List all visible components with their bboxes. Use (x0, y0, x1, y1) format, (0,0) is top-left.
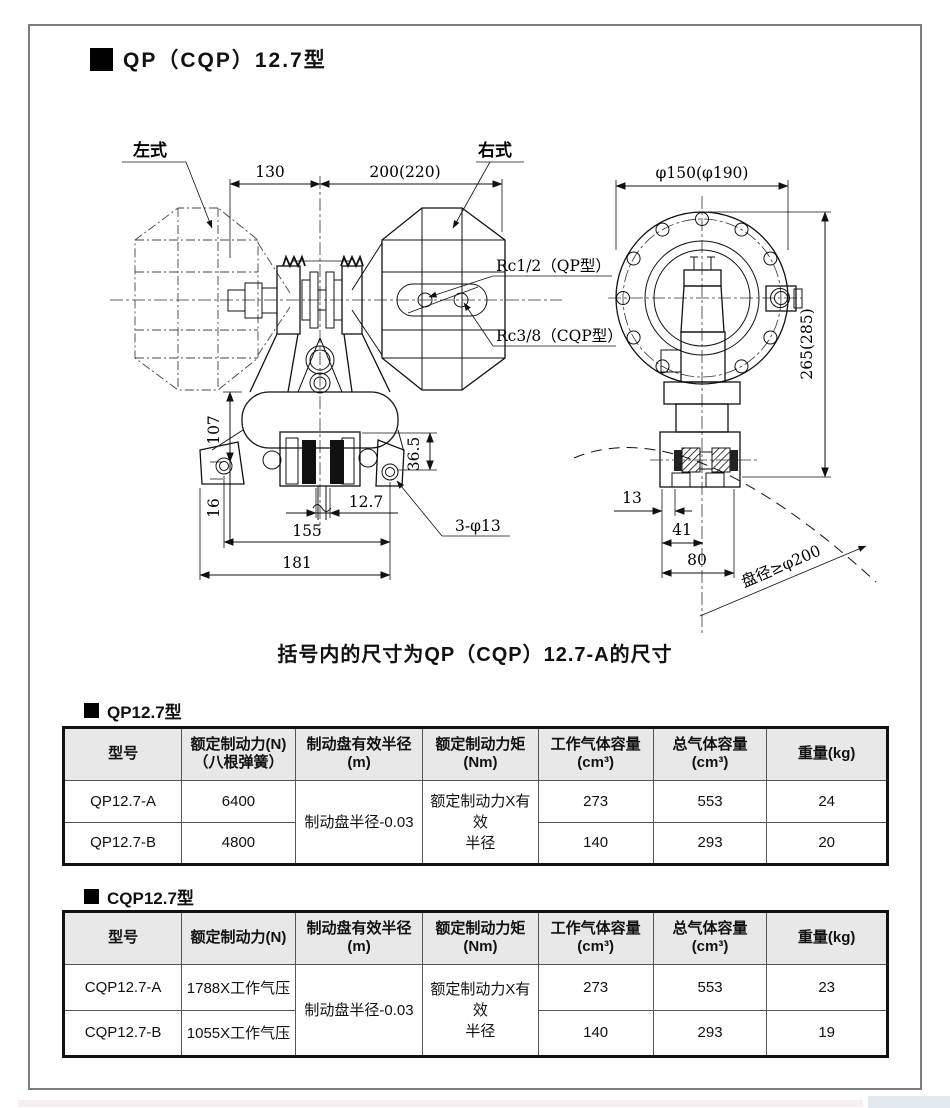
dim-phi150: φ150(φ190) (656, 164, 749, 182)
cell-model: CQP12.7-A (63, 963, 183, 1011)
cell-weight: 19 (766, 1009, 888, 1057)
cell-work-volume: 140 (537, 1009, 654, 1057)
cqp-table-heading-text: CQP12.7型 (107, 889, 194, 908)
cell-model: CQP12.7-B (63, 1009, 183, 1057)
pad-housing (199, 429, 405, 520)
rc12-qp-label: Rc1/2（QP型） (496, 257, 611, 275)
dim-181: 181 (282, 554, 312, 572)
right-view: φ150(φ190) 265(285) 13 41 80 盘径≥φ200 (573, 164, 877, 636)
caliper-body (241, 333, 399, 449)
spring-symbol-left (282, 254, 306, 269)
dim-12-7: 12.7 (349, 493, 384, 511)
dim-41: 41 (672, 521, 692, 539)
cell-force: 4800 (181, 821, 296, 865)
cell-weight: 20 (766, 821, 888, 865)
bolt-circle (622, 218, 782, 378)
cell-weight: 23 (766, 963, 888, 1011)
col-header-weight: 重量(kg) (766, 911, 888, 965)
disc-diameter-label: 盘径≥φ200 (738, 541, 823, 591)
col-header-force: 额定制动力(N) (181, 911, 296, 965)
technical-drawing: 左式 右式 130 200(220) Rc1/2（QP型） Rc3/8（CQP型… (110, 140, 877, 636)
dim-36-5: 36.5 (405, 437, 423, 472)
bottom-blue-strip (868, 1096, 950, 1108)
cell-work-volume: 140 (537, 821, 654, 865)
table-row: CQP12.7-A 1788X工作气压 制动盘半径-0.03 额定制动力X有效 … (63, 963, 888, 1057)
black-square-bullet-icon (84, 703, 99, 718)
spring-symbol-right (340, 254, 364, 269)
cylinder-body (650, 256, 758, 488)
col-header-total-volume: 总气体容量 (cm³) (652, 727, 768, 781)
cqp-table-heading: CQP12.7型 (84, 884, 194, 909)
dim-80: 80 (687, 551, 707, 569)
cell-force: 1788X工作气压 (181, 963, 296, 1011)
cqp-spec-table: 型号 额定制动力(N) 制动盘有效半径 (m) 额定制动力矩 (Nm) 工作气体… (62, 910, 889, 1058)
col-header-force: 额定制动力(N) （八根弹簧） (181, 727, 296, 781)
col-header-model: 型号 (63, 911, 183, 965)
dim-130: 130 (255, 163, 285, 181)
col-header-torque: 额定制动力矩 (Nm) (422, 727, 539, 781)
col-header-work-volume: 工作气体容量 (cm³) (537, 727, 654, 781)
qp-spec-table: 型号 额定制动力(N) （八根弹簧） 制动盘有效半径 (m) 额定制动力矩 (N… (62, 726, 889, 866)
flange-bolt-holes (616, 212, 788, 374)
air-chamber (351, 207, 506, 391)
rc38-cqp-label: Rc3/8（CQP型） (496, 327, 623, 345)
cell-torque-merged: 额定制动力X有效 半径 (422, 963, 539, 1057)
col-header-work-volume: 工作气体容量 (cm³) (537, 911, 654, 965)
cell-radius-merged: 制动盘半径-0.03 (294, 963, 424, 1057)
dim-265: 265(285) (798, 308, 816, 379)
bottom-pink-strip (18, 1100, 863, 1107)
page-title: QP（CQP）12.7型 (90, 44, 327, 74)
shaft-assembly (227, 254, 364, 335)
dim-13: 13 (622, 489, 642, 507)
cell-radius-merged: 制动盘半径-0.03 (294, 779, 424, 865)
disc-arc (573, 447, 877, 583)
page-title-text: QP（CQP）12.7型 (123, 49, 327, 72)
side-clamp (765, 285, 803, 312)
col-header-torque: 额定制动力矩 (Nm) (422, 911, 539, 965)
phantom-chamber-outline (134, 207, 291, 391)
cell-model: QP12.7-A (63, 779, 183, 823)
dim-16: 16 (205, 498, 223, 518)
cell-total-volume: 293 (652, 821, 768, 865)
bolt-holes-label: 3-φ13 (455, 517, 501, 535)
qp-table-heading: QP12.7型 (84, 698, 182, 723)
col-header-radius: 制动盘有效半径 (m) (294, 727, 424, 781)
cell-total-volume: 293 (652, 1009, 768, 1057)
cell-total-volume: 553 (652, 779, 768, 823)
qp-table-heading-text: QP12.7型 (107, 703, 182, 722)
black-square-bullet-icon (90, 47, 113, 71)
left-style-label: 左式 (133, 140, 167, 160)
col-header-total-volume: 总气体容量 (cm³) (652, 911, 768, 965)
dim-200-220: 200(220) (369, 163, 440, 181)
brake-pad-left (302, 440, 316, 484)
dim-155: 155 (292, 522, 322, 540)
col-header-weight: 重量(kg) (766, 727, 888, 781)
cell-total-volume: 553 (652, 963, 768, 1011)
left-view: 左式 右式 130 200(220) Rc1/2（QP型） Rc3/8（CQP型… (110, 140, 623, 580)
cell-torque-merged: 额定制动力X有效 半径 (422, 779, 539, 865)
table-row: QP12.7-A 6400 制动盘半径-0.03 额定制动力X有效 半径 273… (63, 779, 888, 865)
black-square-bullet-icon (84, 889, 99, 904)
cell-work-volume: 273 (537, 963, 654, 1011)
table-row: CQP12.7-B 1055X工作气压 140 293 19 (63, 1009, 888, 1057)
dim-107: 107 (205, 415, 223, 445)
right-style-label: 右式 (478, 140, 512, 160)
col-header-model: 型号 (63, 727, 183, 781)
drawing-caption: 括号内的尺寸为QP（CQP）12.7-A的尺寸 (277, 644, 673, 666)
cell-weight: 24 (766, 779, 888, 823)
cell-force: 6400 (181, 779, 296, 823)
col-header-radius: 制动盘有效半径 (m) (294, 911, 424, 965)
table-row: QP12.7-B 4800 140 293 20 (63, 821, 888, 865)
cell-model: QP12.7-B (63, 821, 183, 865)
cell-force: 1055X工作气压 (181, 1009, 296, 1057)
brake-pad-right (330, 440, 344, 484)
cell-work-volume: 273 (537, 779, 654, 823)
